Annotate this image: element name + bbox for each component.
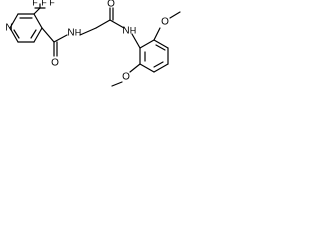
bond (9, 13, 19, 29)
dimethoxyphenyl-ring (139, 39, 169, 73)
double-bond-inner (30, 29, 37, 39)
bond (41, 27, 55, 43)
bond (131, 33, 141, 49)
bond (109, 19, 125, 29)
atom-label-carbonyl-o-1: O (51, 58, 59, 69)
double-bond-inner (153, 61, 164, 68)
bond (139, 39, 155, 49)
pyridine-ring (9, 13, 43, 43)
atom-label-f-right: F (49, 0, 55, 7)
methoxy-bottom (111, 63, 141, 87)
bond (33, 7, 41, 15)
bond (139, 63, 155, 73)
atom-label-amide-n-1: N (67, 28, 74, 39)
atom-label-f-top: F (41, 0, 47, 7)
trifluoromethyl-group (33, 3, 46, 15)
linker-and-amide-2 (79, 7, 141, 49)
molecule-drawing: N F F F O N H O N H O O (5, 0, 181, 87)
atom-label-methoxy-o-bottom: O (122, 72, 130, 83)
atom-label-pyridine-n: N (5, 23, 12, 34)
bond (129, 63, 141, 73)
bond (153, 63, 169, 73)
double-bond-inner (155, 44, 166, 51)
atom-label-amide-n-2: N (122, 26, 129, 37)
bond (53, 34, 68, 43)
atom-label-amide-h-1: H (75, 27, 82, 37)
bond (33, 27, 43, 43)
atom-label-amide-h-2: H (130, 25, 137, 35)
bond (79, 27, 97, 36)
atom-label-methoxy-o-top: O (161, 17, 169, 28)
chemical-structure-canvas: N F F F O N H O N H O O (0, 0, 194, 98)
bond (95, 19, 111, 29)
bond (9, 27, 19, 43)
methoxy-top (153, 11, 181, 41)
amide-1 (41, 27, 68, 57)
bond (111, 81, 123, 87)
bond (153, 39, 169, 49)
double-bond-inner (13, 29, 20, 39)
bond (33, 13, 43, 29)
bond (169, 11, 181, 19)
bond (153, 27, 161, 41)
atom-label-f-left: F (32, 0, 38, 7)
atom-label-carbonyl-o-2: O (107, 0, 115, 10)
